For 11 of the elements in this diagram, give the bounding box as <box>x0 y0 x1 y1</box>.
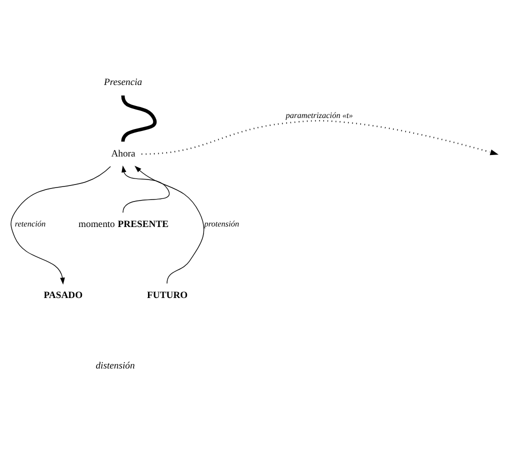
node-text: PASADO <box>44 290 83 301</box>
label: distensión <box>96 360 135 372</box>
node-text: momento PRESENTE <box>78 218 169 230</box>
arrow <box>142 120 499 156</box>
arrow <box>122 165 170 213</box>
node-text: FUTURO <box>147 290 188 301</box>
node-text: Presencia <box>104 77 142 88</box>
arrow <box>10 166 111 285</box>
node-text: Ahora <box>111 148 136 160</box>
connector <box>121 95 157 142</box>
arrow <box>134 166 204 284</box>
